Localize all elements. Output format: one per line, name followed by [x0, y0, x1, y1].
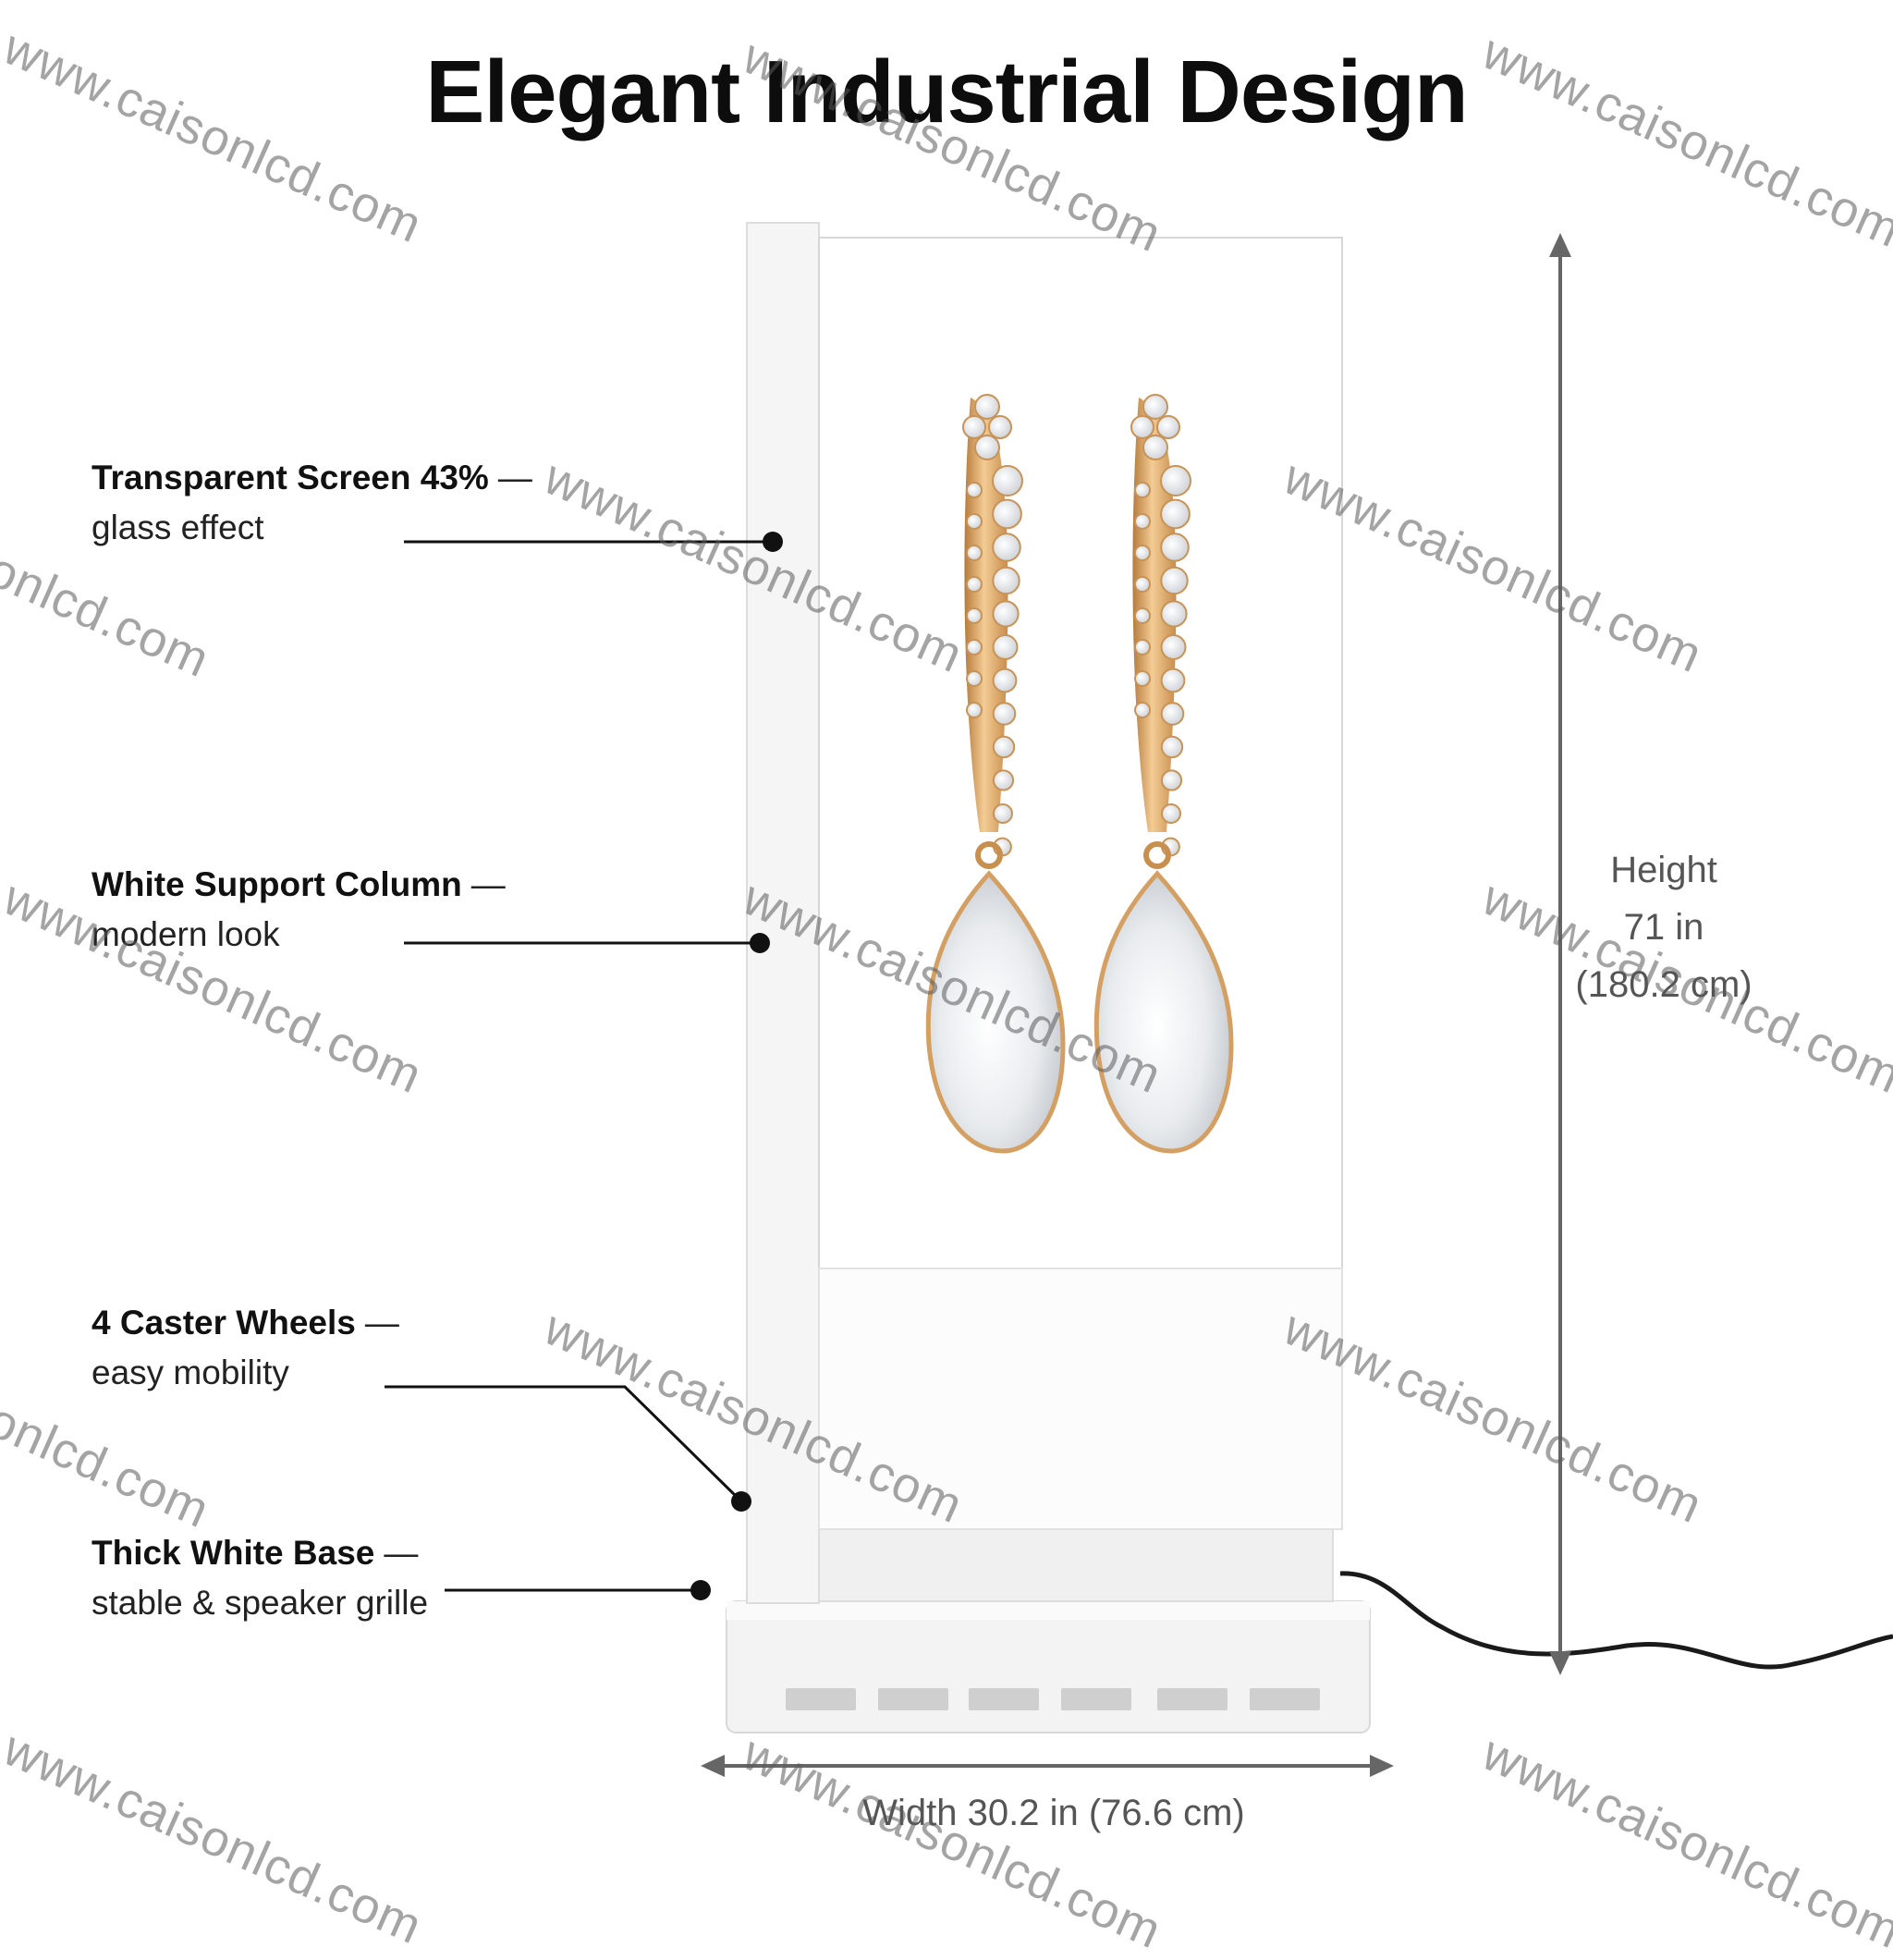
- crystal-stone: [966, 545, 983, 561]
- crystal-stone: [988, 415, 1012, 439]
- white-base: [726, 1526, 1371, 1733]
- power-cable: [1339, 1571, 1893, 1670]
- crystal-stone: [1156, 415, 1180, 439]
- crystal-stone: [1134, 482, 1151, 498]
- callout-title: White Support Column: [92, 865, 462, 903]
- transparent-screen: [818, 237, 1343, 1269]
- crystal-stone: [966, 670, 983, 687]
- crystal-stone: [962, 415, 986, 439]
- crystal-stone: [974, 435, 1000, 460]
- crystal-stone: [1134, 702, 1151, 718]
- crystal-stone: [992, 702, 1017, 726]
- crystal-stone: [966, 513, 983, 530]
- crystal-stone: [1160, 566, 1189, 595]
- crystal-stone: [1134, 607, 1151, 624]
- crystal-stone: [992, 566, 1020, 595]
- callout-caster-wheels: 4 Caster Wheels— easy mobility: [92, 1298, 399, 1398]
- crystal-stone: [993, 803, 1013, 824]
- crystal-stone: [992, 533, 1021, 562]
- crystal-stone: [1160, 600, 1188, 628]
- earring-right: [1093, 394, 1234, 1154]
- callout-title: 4 Caster Wheels: [92, 1304, 356, 1341]
- callout-desc: glass effect: [92, 508, 264, 546]
- crystal-stone: [1134, 513, 1151, 530]
- product-illustration: [385, 222, 1893, 1777]
- callout-title: Transparent Screen 43%: [92, 459, 489, 496]
- crystal-stone: [966, 702, 983, 718]
- page-title: Elegant Industrial Design: [425, 43, 1468, 141]
- callout-white-base: Thick White Base— stable & speaker grill…: [92, 1528, 428, 1628]
- crystal-stone: [1160, 769, 1183, 791]
- crystal-stone: [992, 735, 1016, 759]
- crystal-stone: [1160, 735, 1184, 759]
- crystal-stone: [992, 465, 1023, 496]
- lower-glass: [818, 1268, 1343, 1530]
- crystal-stone: [974, 394, 1000, 420]
- crystal-stone: [1134, 545, 1151, 561]
- earring-left: [925, 394, 1066, 1154]
- crystal-stone: [1160, 498, 1191, 530]
- crystal-stone: [1134, 639, 1151, 655]
- crystal-stone: [1142, 394, 1168, 420]
- crystal-stone: [966, 576, 983, 593]
- crystal-stone: [1130, 415, 1154, 439]
- crystal-stone: [1142, 435, 1168, 460]
- crystal-stone: [992, 600, 1020, 628]
- crystal-stone: [992, 769, 1015, 791]
- speaker-grille: [786, 1688, 1320, 1710]
- callout-leaders: [385, 540, 773, 1592]
- crystal-stone: [966, 482, 983, 498]
- dimension-arrows: [701, 233, 1571, 1777]
- support-column: [746, 222, 820, 1604]
- crystal-stone: [1160, 533, 1190, 562]
- crystal-stone: [966, 639, 983, 655]
- width-dimension-label: Width 30.2 in (76.6 cm): [862, 1793, 1245, 1833]
- crystal-stone: [1161, 803, 1181, 824]
- crystal-stone: [992, 668, 1018, 693]
- crystal-stone: [1160, 465, 1191, 496]
- crystal-stone: [992, 634, 1019, 660]
- callout-dots: [690, 532, 783, 1600]
- crystal-stone: [1160, 702, 1185, 726]
- height-dimension-label: Height 71 in (180.2 cm): [1575, 850, 1753, 1005]
- crystal-stone: [1160, 634, 1187, 660]
- crystal-stone: [966, 607, 983, 624]
- callout-support-column: White Support Column— modern look: [92, 860, 506, 960]
- callout-transparent-screen: Transparent Screen 43%— glass effect: [92, 453, 532, 553]
- callout-desc: easy mobility: [92, 1354, 289, 1391]
- crystal-stone: [992, 498, 1022, 530]
- callout-desc: stable & speaker grille: [92, 1584, 429, 1622]
- crystal-stone: [1134, 670, 1151, 687]
- crystal-stone: [1134, 576, 1151, 593]
- callout-title: Thick White Base: [92, 1534, 375, 1572]
- crystal-stone: [1160, 668, 1186, 693]
- callout-desc: modern look: [92, 915, 280, 953]
